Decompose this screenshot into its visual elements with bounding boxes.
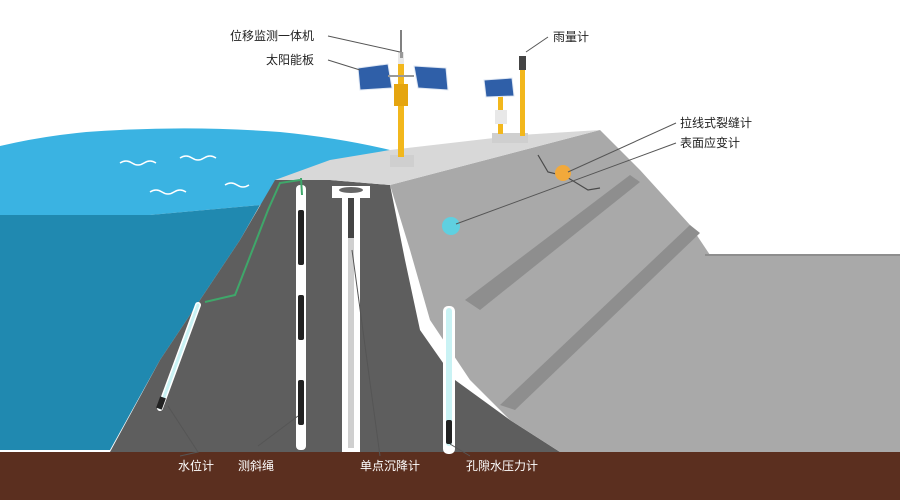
wave-icon bbox=[179, 155, 217, 161]
solar-panel-icon bbox=[413, 65, 449, 91]
rain-gauge-mast bbox=[483, 56, 528, 143]
piezometer-tube bbox=[443, 306, 455, 454]
label-strain-gauge: 表面应变计 bbox=[680, 135, 740, 150]
solar-panel-icon bbox=[357, 63, 393, 91]
crack-meter-icon bbox=[555, 165, 571, 181]
label-solar-panel: 太阳能板 bbox=[266, 52, 314, 67]
soil-base bbox=[0, 452, 900, 500]
strain-gauge-icon bbox=[442, 217, 460, 235]
wave-icon bbox=[224, 182, 250, 188]
solar-panel-icon bbox=[483, 77, 515, 98]
label-rain-gauge: 雨量计 bbox=[553, 30, 589, 44]
wave-icon bbox=[119, 160, 157, 166]
displacement-monitoring-mast bbox=[357, 30, 449, 167]
wave-icon bbox=[149, 189, 187, 195]
label-water-level: 水位计 bbox=[178, 458, 214, 473]
label-piezometer: 孔隙水压力计 bbox=[466, 459, 538, 473]
label-crack-meter: 拉线式裂缝计 bbox=[680, 115, 752, 130]
label-settlement: 单点沉降计 bbox=[360, 459, 420, 473]
leader-lines bbox=[167, 35, 677, 457]
label-inclinometer: 测斜绳 bbox=[238, 459, 274, 473]
water-level-sensor bbox=[156, 179, 301, 411]
rain-gauge-icon bbox=[519, 56, 526, 70]
inclinometer-tube bbox=[296, 177, 306, 450]
label-displacement-unit: 位移监测一体机 bbox=[230, 28, 314, 43]
settlement-gauge bbox=[332, 186, 370, 452]
